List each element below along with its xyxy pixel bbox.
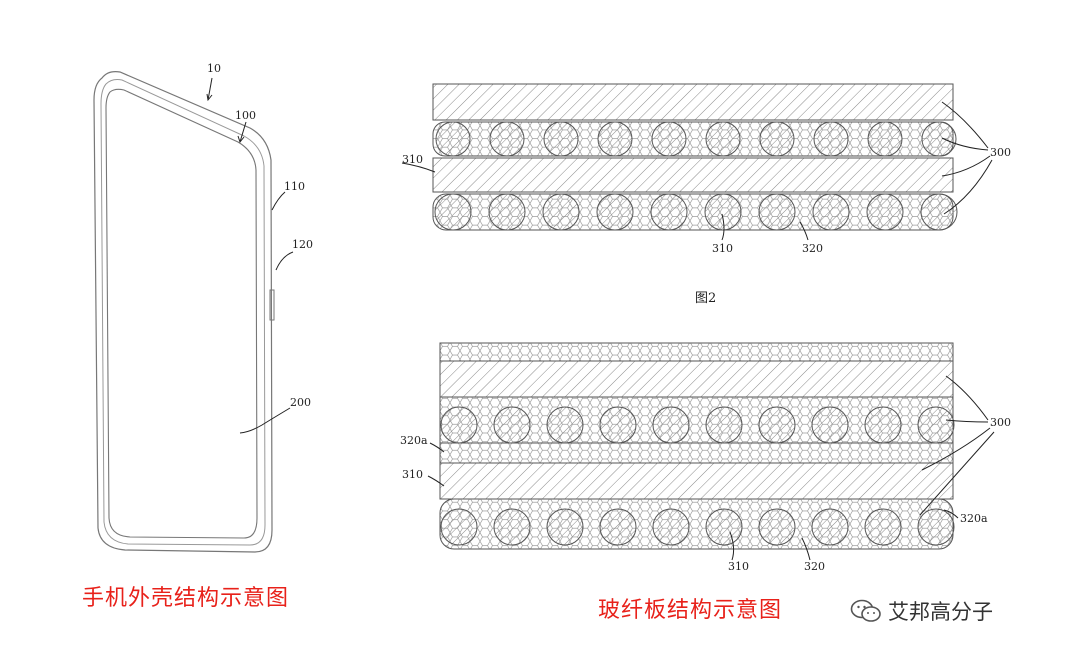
watermark-text: 艾邦高分子 — [888, 600, 993, 624]
phone-drawing: 10 100 110 120 200 — [93, 62, 313, 553]
glass-fiber-circle — [864, 508, 902, 546]
glass-fiber-circle — [440, 406, 478, 444]
fig2-label-310-left: 310 — [402, 153, 423, 166]
fig3-label-300: 300 — [990, 416, 1011, 429]
fig3-label-310-left: 310 — [402, 468, 423, 481]
glass-fiber-circle — [705, 508, 743, 546]
fig2-label-300: 300 — [990, 146, 1011, 159]
glass-fiber-circle — [704, 193, 742, 231]
glass-fiber-circle — [546, 406, 584, 444]
glass-fiber-circle — [597, 121, 633, 157]
fig3-label-310-bottom: 310 — [728, 560, 749, 573]
fig3-label-320a-left: 320a — [400, 434, 428, 447]
label-frame: 100 — [235, 109, 256, 122]
label-screen: 200 — [290, 396, 311, 409]
fig2-label-310-bottom: 310 — [712, 242, 733, 255]
glass-fiber-circle — [488, 193, 526, 231]
watermark: 艾邦高分子 — [850, 596, 993, 626]
glass-fiber-circle — [543, 121, 579, 157]
glass-fiber-circle — [811, 406, 849, 444]
glass-fiber-circle — [493, 508, 531, 546]
glass-fiber-circle — [434, 193, 472, 231]
glass-fiber-circle — [866, 193, 904, 231]
fig3-fiber-row-2 — [440, 508, 955, 546]
glass-fiber-circle — [435, 121, 471, 157]
fig3-label-320: 320 — [804, 560, 825, 573]
fig3-fiber-row-1 — [440, 406, 955, 444]
glass-fiber-circle — [921, 121, 957, 157]
glass-fiber-circle — [546, 508, 584, 546]
glass-fiber-circle — [813, 121, 849, 157]
fig2-layer-stack: 300 310 310 320 图2 — [401, 83, 1011, 306]
fig2-fiber-row-1 — [435, 121, 957, 157]
glass-fiber-circle — [440, 508, 478, 546]
glass-fiber-circle — [705, 121, 741, 157]
wechat-icon — [850, 599, 881, 622]
phone-shell-caption: 手机外壳结构示意图 — [82, 586, 290, 611]
glass-fiber-circle — [758, 193, 796, 231]
glass-fiber-circle — [652, 406, 690, 444]
fig2-label-320: 320 — [802, 242, 823, 255]
fig3-label-320a-right: 320a — [960, 512, 988, 525]
label-side-a: 110 — [284, 180, 305, 193]
glass-fiber-circle — [811, 508, 849, 546]
fig3-layer-stack: 300 320a 310 320a 310 320 — [400, 342, 1011, 573]
glass-fiber-circle — [650, 193, 688, 231]
fig2-caption: 图2 — [695, 291, 716, 306]
label-side-b: 120 — [292, 238, 313, 251]
glass-fiber-circle — [758, 406, 796, 444]
glass-fiber-circle — [864, 406, 902, 444]
label-device: 10 — [207, 62, 221, 75]
glass-fiber-circle — [599, 508, 637, 546]
fig2-fiber-row-2 — [434, 193, 958, 231]
glass-fiber-circle — [758, 508, 796, 546]
glass-fiber-circle — [542, 193, 580, 231]
glass-fiber-circle — [596, 193, 634, 231]
fiberglass-board-caption: 玻纤板结构示意图 — [598, 598, 783, 623]
glass-fiber-circle — [920, 193, 958, 231]
glass-fiber-circle — [652, 508, 690, 546]
glass-fiber-circle — [867, 121, 903, 157]
glass-fiber-circle — [917, 508, 955, 546]
glass-fiber-circle — [812, 193, 850, 231]
glass-fiber-circle — [705, 406, 743, 444]
glass-fiber-circle — [489, 121, 525, 157]
glass-fiber-circle — [759, 121, 795, 157]
glass-fiber-circle — [917, 406, 955, 444]
glass-fiber-circle — [651, 121, 687, 157]
glass-fiber-circle — [599, 406, 637, 444]
glass-fiber-circle — [493, 406, 531, 444]
